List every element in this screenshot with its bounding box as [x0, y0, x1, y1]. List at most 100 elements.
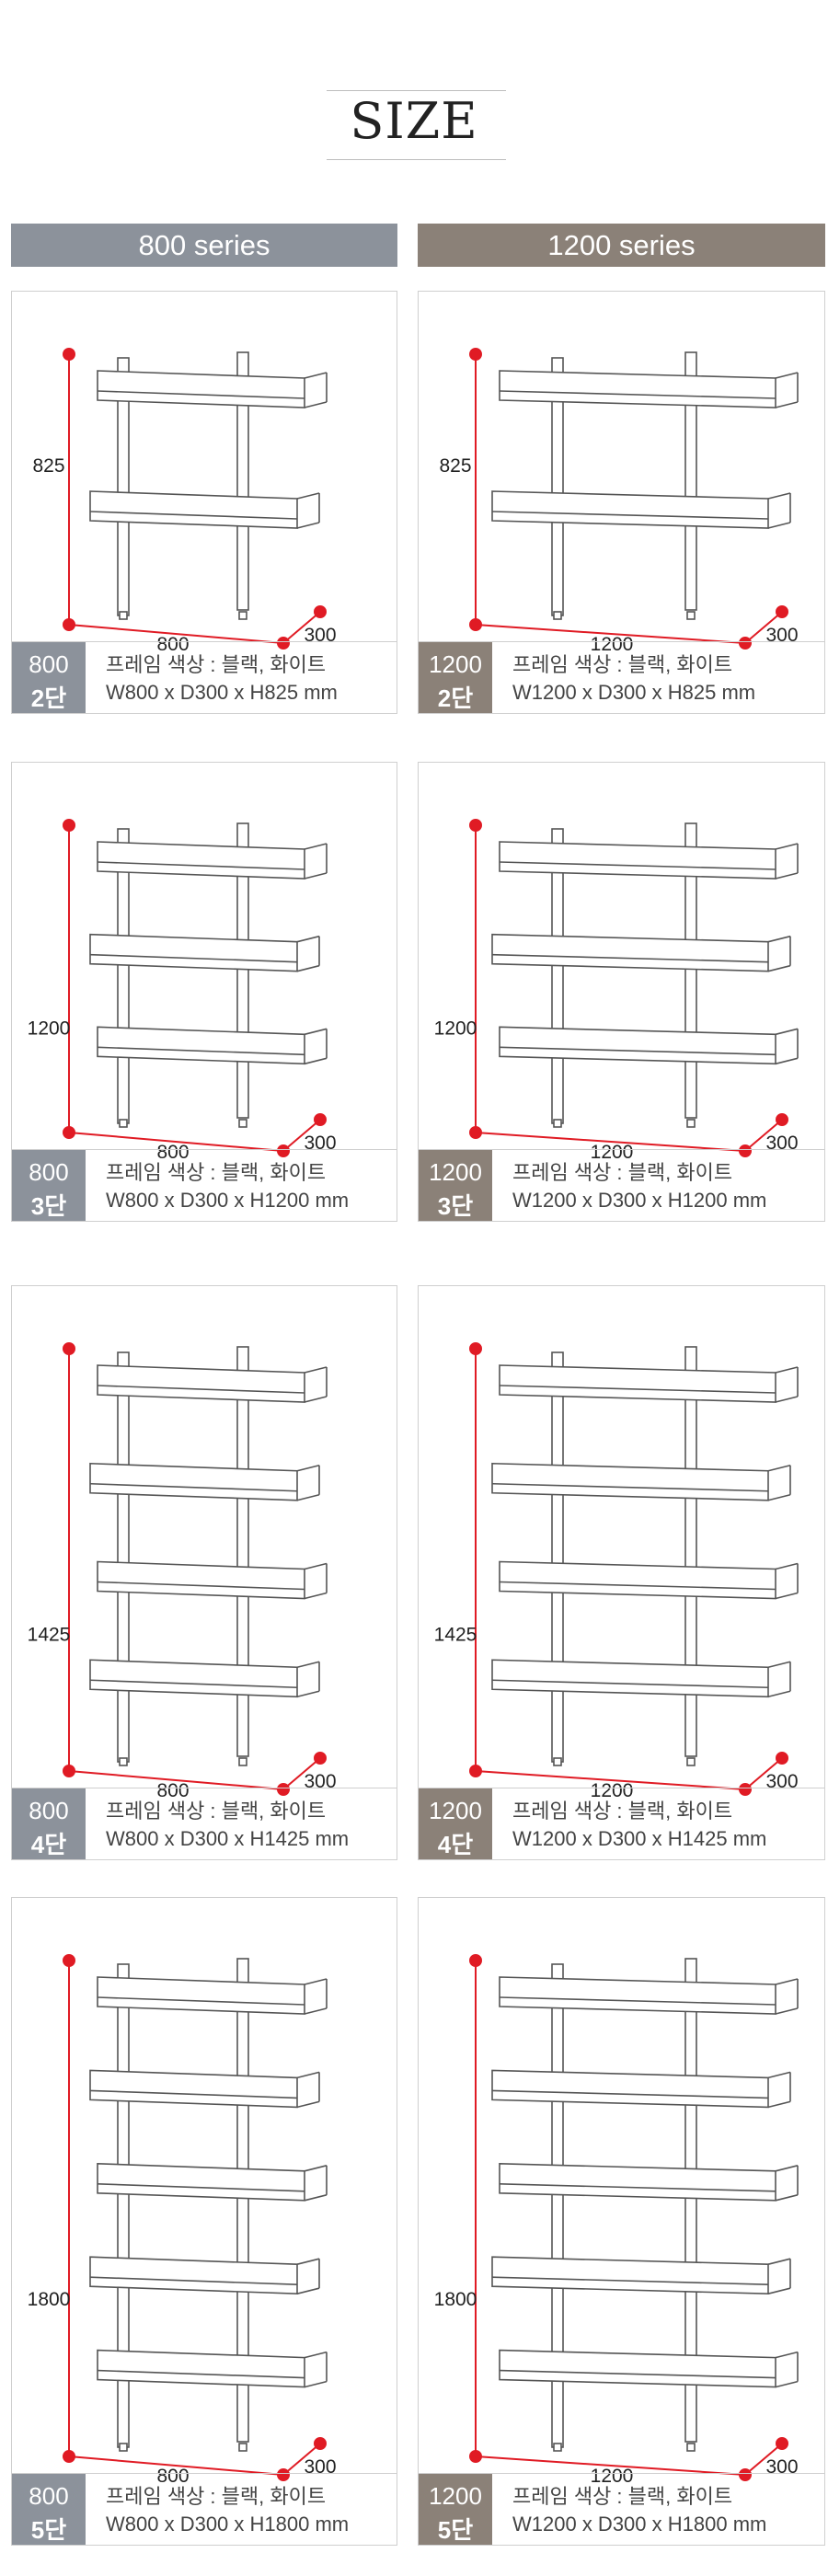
size-badge: 1200 2단 [419, 642, 492, 713]
depth-label: 300 [765, 1771, 798, 1792]
upright [236, 1346, 249, 1757]
foot [553, 1119, 562, 1128]
foot [119, 1757, 128, 1766]
depth-label: 300 [304, 625, 336, 646]
shelf-edge [97, 1581, 305, 1591]
frame-colors: 프레임 색상 : 블랙, 화이트 [512, 1161, 733, 1184]
depth-label: 300 [765, 625, 798, 646]
shelf-board [499, 841, 776, 880]
spec-text: 프레임 색상 : 블랙, 화이트 W800 x D300 x H1200 mm [106, 1159, 349, 1214]
dimension-dot [63, 819, 75, 832]
dimensions: W800 x D300 x H1425 mm [106, 1827, 350, 1850]
upright [117, 828, 130, 1124]
dimension-lines [63, 348, 327, 650]
badge-tier: 2단 [30, 684, 67, 712]
foot [686, 2443, 696, 2452]
shelf-board [499, 2349, 776, 2388]
width-label: 800 [156, 2466, 189, 2487]
title-rule-bottom [327, 159, 506, 160]
shelf-board [97, 841, 305, 880]
frame-colors: 프레임 색상 : 블랙, 화이트 [106, 1161, 327, 1184]
shelf-board [97, 1026, 305, 1065]
frame-colors: 프레임 색상 : 블랙, 화이트 [512, 1800, 733, 1823]
shelf-board [491, 1659, 769, 1698]
dimension-dot [776, 2437, 788, 2450]
shelf-board [499, 2162, 776, 2202]
spec-text: 프레임 색상 : 블랙, 화이트 W800 x D300 x H825 mm [106, 651, 338, 707]
depth-label: 300 [765, 1133, 798, 1154]
dimensions: W800 x D300 x H825 mm [106, 681, 338, 704]
dimension-lines [469, 348, 788, 650]
badge-tier: 5단 [437, 2516, 474, 2544]
shelf-board [89, 2069, 298, 2109]
dimensions: W800 x D300 x H1200 mm [106, 1189, 350, 1212]
shelf-board [89, 2256, 298, 2295]
badge-size: 1200 [429, 1158, 482, 1186]
dimension-dot [314, 605, 327, 618]
foot [238, 2443, 247, 2452]
dimension-dot [63, 1342, 75, 1355]
frame-colors: 프레임 색상 : 블랙, 화이트 [512, 2485, 733, 2508]
spec-text: 프레임 색상 : 블랙, 화이트 W1200 x D300 x H1800 mm [512, 2483, 766, 2538]
width-label: 1200 [591, 1780, 634, 1801]
shelf-edge [89, 2276, 298, 2285]
shelf-edge [97, 390, 305, 399]
size-badge: 800 5단 [12, 2474, 86, 2545]
dimension-dot [469, 819, 482, 832]
shelf-board [491, 2069, 769, 2109]
shelf-edge [491, 1482, 769, 1492]
spec-text: 프레임 색상 : 블랙, 화이트 W1200 x D300 x H1425 mm [512, 1798, 766, 1853]
spec-text: 프레임 색상 : 블랙, 화이트 W800 x D300 x H1800 mm [106, 2483, 349, 2538]
dimension-lines [63, 1954, 327, 2481]
size-badge: 800 3단 [12, 1150, 86, 1221]
foot [119, 2443, 128, 2452]
shelf-edge [491, 2276, 769, 2285]
height-label: 825 [439, 455, 471, 477]
shelf-board [499, 1364, 776, 1403]
shelf-drawing [491, 351, 799, 620]
dimensions: W1200 x D300 x H1425 mm [512, 1827, 767, 1850]
series-header-1200: 1200 series [418, 224, 825, 267]
dimension-dot [63, 1954, 75, 1967]
shelf-board [499, 1976, 776, 2015]
shelf-edge [89, 1482, 298, 1492]
spec-bar: 1200 5단 프레임 색상 : 블랙, 화이트 W1200 x D300 x … [419, 2473, 824, 2545]
shelf-board [491, 1462, 769, 1501]
height-label: 1200 [434, 1018, 477, 1039]
shelf-board [89, 1462, 298, 1501]
dimension-dot [469, 1342, 482, 1355]
product-card: 1425 1200 300 1200 4단 프레임 색상 : 블랙, 화이트 W12… [418, 1285, 825, 1860]
height-label: 1425 [434, 1624, 477, 1645]
shelf-drawing [89, 1346, 328, 1766]
foot [119, 1119, 128, 1128]
size-badge: 800 2단 [12, 642, 86, 713]
dimension-dot [776, 605, 788, 618]
series-header-800: 800 series [11, 224, 397, 267]
dimension-dot [63, 348, 75, 361]
upright [684, 351, 697, 611]
shelf-edge [491, 2089, 769, 2099]
dimension-lines [63, 819, 327, 1157]
shelf-edge [499, 390, 776, 399]
shelf-illustration: 1425 1200 300 [434, 1342, 799, 1801]
dimension-dot [776, 1752, 788, 1765]
width-label: 1200 [591, 2466, 634, 2487]
shelf-edge [499, 1385, 776, 1394]
dimension-lines [469, 819, 788, 1157]
shelf-board [97, 2162, 305, 2202]
badge-tier: 4단 [437, 1831, 474, 1858]
shelf-drawing [491, 1346, 799, 1766]
frame-colors: 프레임 색상 : 블랙, 화이트 [106, 1800, 327, 1823]
shelf-edge [97, 2369, 305, 2379]
shelf-board [491, 933, 769, 972]
size-badge: 1200 4단 [419, 1788, 492, 1859]
width-label: 800 [156, 634, 189, 655]
